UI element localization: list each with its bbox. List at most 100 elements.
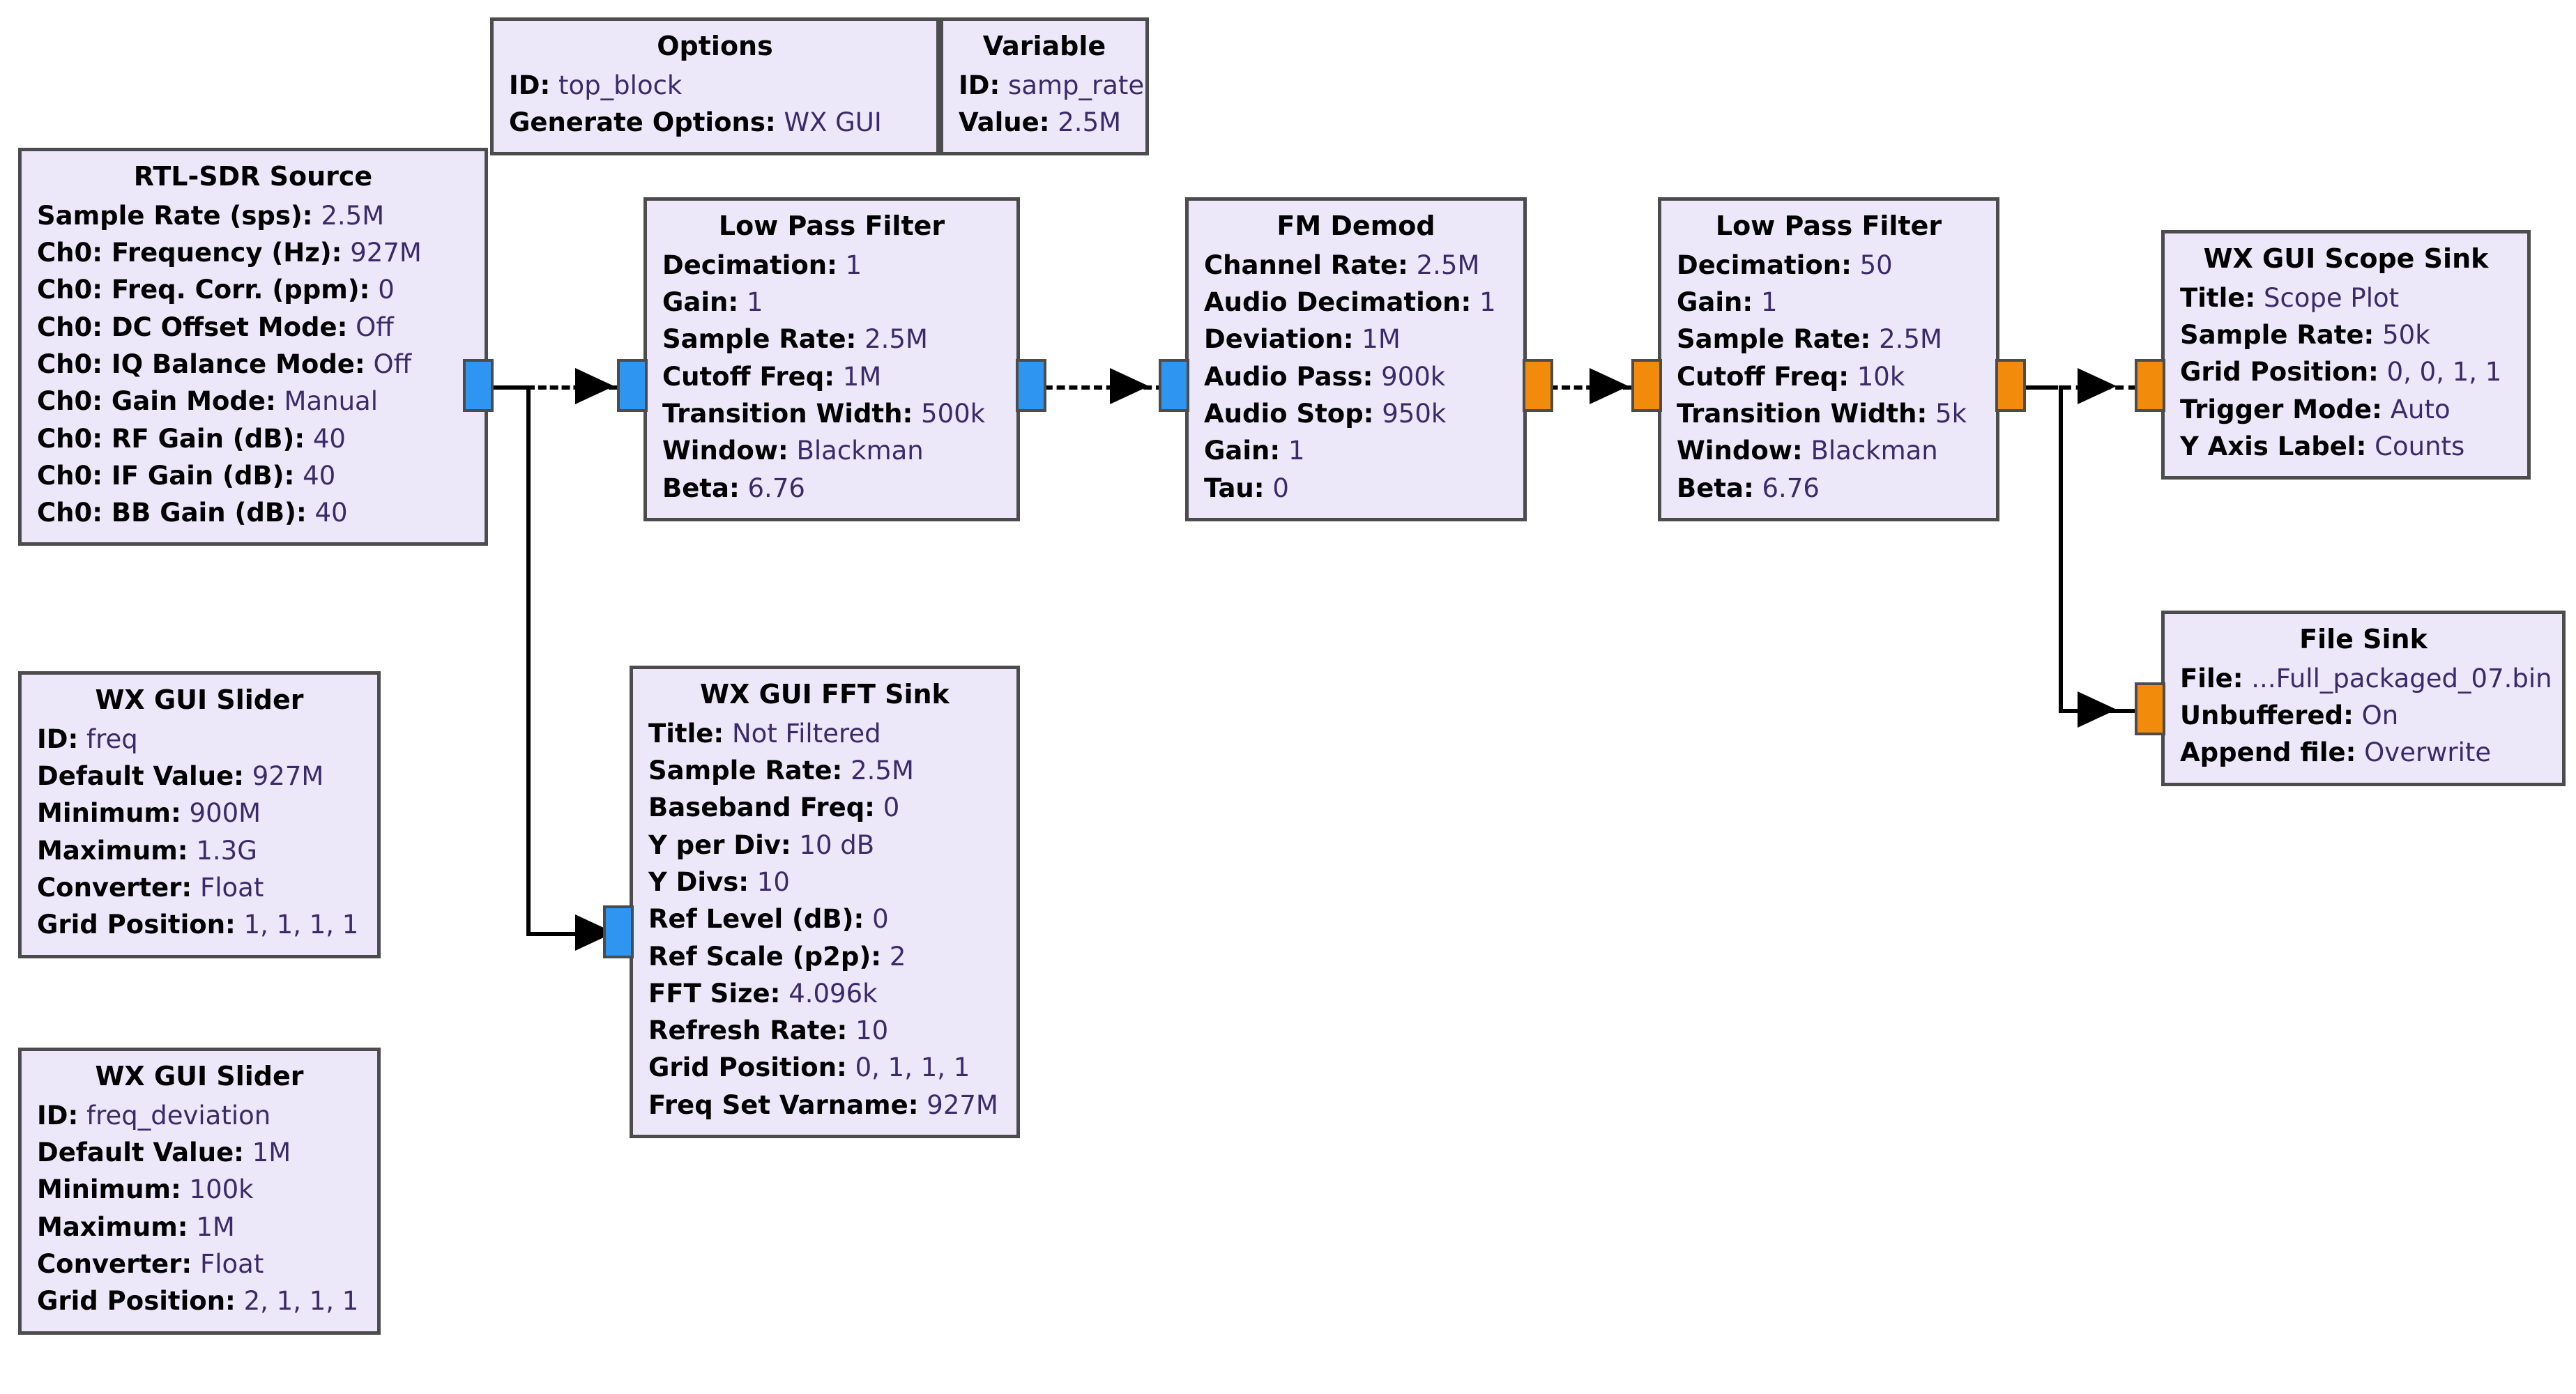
port-wx-gui-scope-sink-in0[interactable] <box>2135 359 2165 412</box>
block-property: Audio Stop: 950k <box>1204 399 1447 429</box>
arrowhead-fmdemod-input <box>1110 368 1149 404</box>
block-property: Ch0: BB Gain (dB): 40 <box>37 498 348 528</box>
block-title: Low Pass Filter <box>1715 210 1942 241</box>
block-property: Ch0: DC Offset Mode: Off <box>37 312 394 342</box>
wire-rtlsdr-to-lpf1 <box>526 385 617 390</box>
block-property: Sample Rate: 2.5M <box>662 324 928 355</box>
block-property: Title: Scope Plot <box>2180 282 2400 313</box>
block-property: ID: top_block <box>509 70 683 100</box>
block-wx-gui-fft-sink[interactable]: WX GUI FFT Sink Title: Not Filtered Samp… <box>630 666 1020 1138</box>
block-property: Grid Position: 2, 1, 1, 1 <box>37 1286 359 1317</box>
block-wx-gui-scope-sink[interactable]: WX GUI Scope Sink Title: Scope Plot Samp… <box>2161 230 2531 480</box>
block-property: Maximum: 1.3G <box>37 835 257 866</box>
block-property: Default Value: 927M <box>37 761 324 792</box>
block-property: Ch0: Gain Mode: Manual <box>37 386 378 417</box>
block-property: Grid Position: 0, 1, 1, 1 <box>648 1052 970 1083</box>
block-property: Channel Rate: 2.5M <box>1204 250 1480 280</box>
block-property: Y Axis Label: Counts <box>2180 431 2465 462</box>
block-title: WX GUI FFT Sink <box>700 679 950 710</box>
block-property: Decimation: 1 <box>662 250 862 280</box>
block-property: Refresh Rate: 10 <box>648 1016 889 1046</box>
port-wx-gui-fft-sink-in0[interactable] <box>603 905 634 958</box>
block-low-pass-filter-1[interactable]: Low Pass Filter Decimation: 1 Gain: 1 Sa… <box>643 197 1020 521</box>
wire-branch-down-filesink <box>2059 385 2063 713</box>
block-property: Ref Scale (p2p): 2 <box>648 941 906 972</box>
wire-branch-to-fft <box>526 932 617 936</box>
port-low-pass-filter-1-out0[interactable] <box>1016 359 1046 412</box>
block-title: Variable <box>982 31 1106 61</box>
block-property: Sample Rate (sps): 2.5M <box>37 200 385 231</box>
wire-branch-down-fft <box>526 385 531 936</box>
block-property: Grid Position: 1, 1, 1, 1 <box>37 910 359 940</box>
block-property: Tau: 0 <box>1204 473 1289 503</box>
block-title: WX GUI Slider <box>95 1061 304 1092</box>
block-property: Generate Options: WX GUI <box>509 107 882 138</box>
block-property: Maximum: 1M <box>37 1211 235 1242</box>
block-rtl-sdr-source[interactable]: RTL-SDR Source Sample Rate (sps): 2.5M C… <box>18 148 488 546</box>
block-title: Options <box>657 31 773 61</box>
block-property: Ch0: RF Gain (dB): 40 <box>37 423 346 454</box>
block-options[interactable]: Options ID: top_block Generate Options: … <box>490 17 940 156</box>
block-property: File: ...Full_packaged_07.bin <box>2180 663 2552 694</box>
block-property: Minimum: 900M <box>37 798 261 829</box>
port-low-pass-filter-2-in0[interactable] <box>1631 359 1662 412</box>
wire-lpf2-stub <box>2011 385 2053 390</box>
port-low-pass-filter-1-in0[interactable] <box>617 359 648 412</box>
block-property: Window: Blackman <box>662 436 924 466</box>
block-property: Title: Not Filtered <box>648 718 881 749</box>
block-property: Gain: 1 <box>662 287 763 318</box>
block-property: Y per Div: 10 dB <box>648 829 875 860</box>
block-title: WX GUI Slider <box>95 684 304 715</box>
block-property: Baseband Freq: 0 <box>648 792 900 823</box>
block-property: Ref Level (dB): 0 <box>648 904 889 935</box>
block-property: Audio Pass: 900k <box>1204 361 1446 392</box>
block-title: FM Demod <box>1276 210 1435 241</box>
block-property: Gain: 1 <box>1677 287 1778 318</box>
arrowhead-lpf2-input <box>1590 368 1629 404</box>
block-title: RTL-SDR Source <box>133 161 373 192</box>
block-property: Cutoff Freq: 10k <box>1677 361 1905 392</box>
block-property: Ch0: IF Gain (dB): 40 <box>37 460 336 491</box>
port-fm-demod-in0[interactable] <box>1159 359 1189 412</box>
block-property: ID: freq_deviation <box>37 1100 271 1131</box>
block-fm-demod[interactable]: FM Demod Channel Rate: 2.5M Audio Decima… <box>1185 197 1527 521</box>
port-file-sink-in0[interactable] <box>2135 682 2165 735</box>
block-property: FFT Size: 4.096k <box>648 978 878 1009</box>
block-file-sink[interactable]: File Sink File: ...Full_packaged_07.bin … <box>2161 611 2566 786</box>
port-rtl-sdr-source-out0[interactable] <box>463 359 494 412</box>
block-title: WX GUI Scope Sink <box>2203 243 2489 274</box>
block-property: Ch0: IQ Balance Mode: Off <box>37 349 412 380</box>
block-property: Beta: 6.76 <box>1677 473 1820 503</box>
block-property: Ch0: Freq. Corr. (ppm): 0 <box>37 275 395 305</box>
block-property: Sample Rate: 2.5M <box>648 756 914 786</box>
block-variable[interactable]: Variable ID: samp_rate Value: 2.5M <box>940 17 1149 156</box>
block-property: ID: freq <box>37 723 138 754</box>
block-property: Unbuffered: On <box>2180 700 2399 731</box>
block-property: ID: samp_rate <box>959 70 1145 100</box>
block-property: Y Divs: 10 <box>648 867 790 898</box>
block-title: Low Pass Filter <box>718 210 945 241</box>
port-fm-demod-out0[interactable] <box>1523 359 1553 412</box>
block-wx-gui-slider-freq[interactable]: WX GUI Slider ID: freq Default Value: 92… <box>18 671 381 958</box>
block-property: Minimum: 100k <box>37 1174 254 1205</box>
block-wx-gui-slider-freq-deviation[interactable]: WX GUI Slider ID: freq_deviation Default… <box>18 1048 381 1335</box>
block-low-pass-filter-2[interactable]: Low Pass Filter Decimation: 50 Gain: 1 S… <box>1658 197 1999 521</box>
arrowhead-filesink-input <box>2078 691 2117 728</box>
block-property: Value: 2.5M <box>959 107 1122 138</box>
block-property: Decimation: 50 <box>1677 250 1893 280</box>
block-property: Sample Rate: 50k <box>2180 320 2430 351</box>
block-property: Converter: Float <box>37 873 264 903</box>
wire-rtlsdr-stub <box>488 385 530 390</box>
block-property: Sample Rate: 2.5M <box>1677 324 1942 355</box>
block-property: Cutoff Freq: 1M <box>662 361 882 392</box>
wire-lpf1-to-fmdemod <box>1032 385 1164 390</box>
block-property: Trigger Mode: Auto <box>2180 394 2451 424</box>
block-property: Gain: 1 <box>1204 436 1305 466</box>
block-property: Deviation: 1M <box>1204 324 1401 355</box>
block-property: Freq Set Varname: 927M <box>648 1089 998 1120</box>
port-low-pass-filter-2-out0[interactable] <box>1995 359 2026 412</box>
block-property: Transition Width: 5k <box>1677 399 1967 429</box>
block-property: Ch0: Frequency (Hz): 927M <box>37 238 422 268</box>
block-property: Default Value: 1M <box>37 1138 291 1168</box>
